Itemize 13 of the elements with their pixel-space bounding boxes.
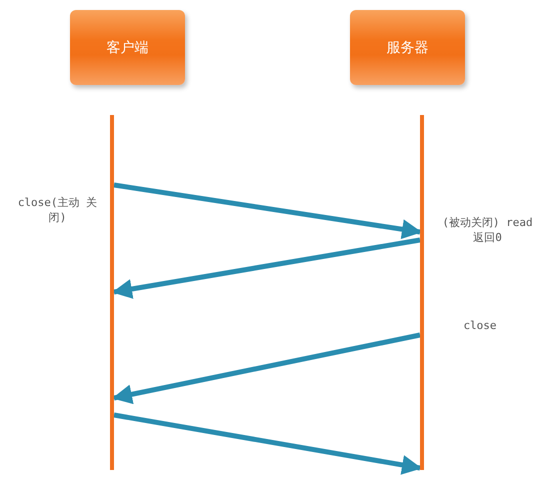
participant-box <box>70 10 185 85</box>
lifeline-bar <box>110 115 114 470</box>
message-note: close <box>462 318 498 333</box>
message-note: close(主动 关闭) <box>16 195 98 225</box>
message-arrow <box>114 412 422 475</box>
message-arrow <box>114 182 422 240</box>
message-arrow <box>112 238 420 299</box>
participant-name: 客户端 <box>106 38 148 56</box>
lifeline-bar <box>420 115 424 470</box>
message-arrow <box>112 332 420 404</box>
message-note: (被动关闭) read 返回0 <box>441 215 534 245</box>
participant-name: 服务器 <box>386 38 428 56</box>
participant-box <box>350 10 465 85</box>
